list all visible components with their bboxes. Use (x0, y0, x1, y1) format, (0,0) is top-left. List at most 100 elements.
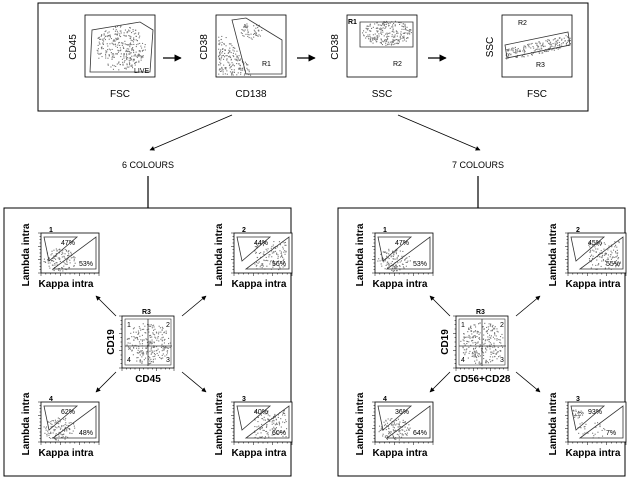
x-axis-label: Kappa intra (372, 279, 427, 290)
y-axis-label: CD19 (440, 329, 451, 355)
y-axis-label: CD45 (68, 34, 79, 60)
y-axis-label: Lambda intra (214, 392, 225, 455)
quadrant-label: 1 (127, 322, 131, 329)
gate-label: R1 (262, 61, 271, 68)
kappa-percent: 55% (606, 261, 620, 268)
kappa-percent: 60% (272, 430, 286, 437)
x-axis-label: Kappa intra (231, 448, 286, 459)
lambda-gate (43, 405, 79, 431)
x-axis-label: CD138 (235, 89, 267, 100)
y-axis-label: Lambda intra (214, 223, 225, 286)
population-number: 2 (242, 227, 246, 234)
y-axis-label: Lambda intra (548, 392, 559, 455)
x-axis-label: CD56+CD28 (454, 374, 511, 385)
plot-box (215, 14, 287, 78)
lambda-gate (570, 405, 606, 431)
y-axis-label: CD19 (106, 329, 117, 355)
population-number: 1 (383, 227, 387, 234)
kappa-gate (51, 236, 97, 270)
scatter-cloud (96, 25, 146, 71)
kappa-percent: 56% (272, 261, 286, 268)
population-arrow (95, 371, 117, 393)
population-arrow (181, 371, 207, 393)
scatter-cloud (240, 23, 263, 40)
x-axis-label: Kappa intra (565, 279, 620, 290)
kappa-percent: 7% (606, 430, 616, 437)
kappa-gate (578, 405, 624, 439)
scatter-cloud (126, 323, 171, 365)
lambda-percent: 44% (254, 240, 268, 247)
gate-label: R3 (142, 309, 151, 316)
population-number: 3 (242, 396, 246, 403)
kappa-gate (385, 236, 431, 270)
lambda-gate (43, 236, 79, 262)
y-axis-label: Lambda intra (355, 223, 366, 286)
x-axis-label: Kappa intra (565, 448, 620, 459)
plot-box (346, 14, 418, 78)
plot-box (567, 401, 627, 443)
kappa-percent: 48% (79, 430, 93, 437)
lambda-gate (236, 405, 272, 431)
scatter-cloud (218, 35, 252, 76)
x-axis-label: Kappa intra (372, 448, 427, 459)
lambda-gate (236, 236, 272, 262)
lambda-percent: 47% (61, 240, 75, 247)
kappa-gate (578, 236, 624, 270)
kappa-gate (385, 405, 431, 439)
gate-label: R2 (393, 61, 402, 68)
kappa-gate (51, 405, 97, 439)
branch-label-7: 7 COLOURS (452, 160, 504, 170)
quadrant-label: 4 (461, 357, 465, 364)
population-number: 4 (49, 396, 53, 403)
quadrant-label: 4 (127, 357, 131, 364)
branch-label-6: 6 COLOURS (122, 160, 174, 170)
gate-label: R2 (518, 20, 527, 27)
quadrant-label: 2 (166, 322, 170, 329)
lambda-gate (570, 236, 606, 262)
lambda-percent: 45% (588, 240, 602, 247)
r3-gate (504, 31, 571, 59)
live-gate (89, 21, 154, 73)
population-arrow (429, 371, 451, 393)
x-axis-label: FSC (527, 89, 547, 100)
kappa-gate (244, 236, 290, 270)
y-axis-label: Lambda intra (355, 392, 366, 455)
lambda-gate (377, 405, 413, 431)
y-axis-label: Lambda intra (548, 223, 559, 286)
top-plot-2: R1 CD38 CD138 (199, 14, 287, 100)
population-number: 4 (383, 396, 387, 403)
lambda-gate (377, 236, 413, 262)
population-number: 1 (49, 227, 53, 234)
lambda-percent: 40% (254, 409, 268, 416)
y-axis-label: Lambda intra (21, 392, 32, 455)
quadrant-label: 3 (166, 357, 170, 364)
population-arrow (95, 295, 117, 317)
quadrant-label: 2 (500, 322, 504, 329)
scatter-cloud (460, 322, 504, 365)
r1-gate (231, 17, 283, 75)
x-axis-label: FSC (110, 89, 130, 100)
x-axis-label: Kappa intra (231, 279, 286, 290)
x-axis-label: CD45 (135, 374, 161, 385)
gate-label: LIVE (134, 68, 150, 75)
lambda-percent: 47% (395, 240, 409, 247)
gate-label: R3 (476, 309, 485, 316)
population-arrow (181, 295, 207, 317)
kappa-percent: 64% (413, 430, 427, 437)
gate-label: R3 (536, 62, 545, 69)
population-arrow (515, 371, 541, 393)
y-axis-label: CD38 (199, 34, 210, 60)
population-arrow (515, 295, 541, 317)
quadrant-label: 3 (500, 357, 504, 364)
